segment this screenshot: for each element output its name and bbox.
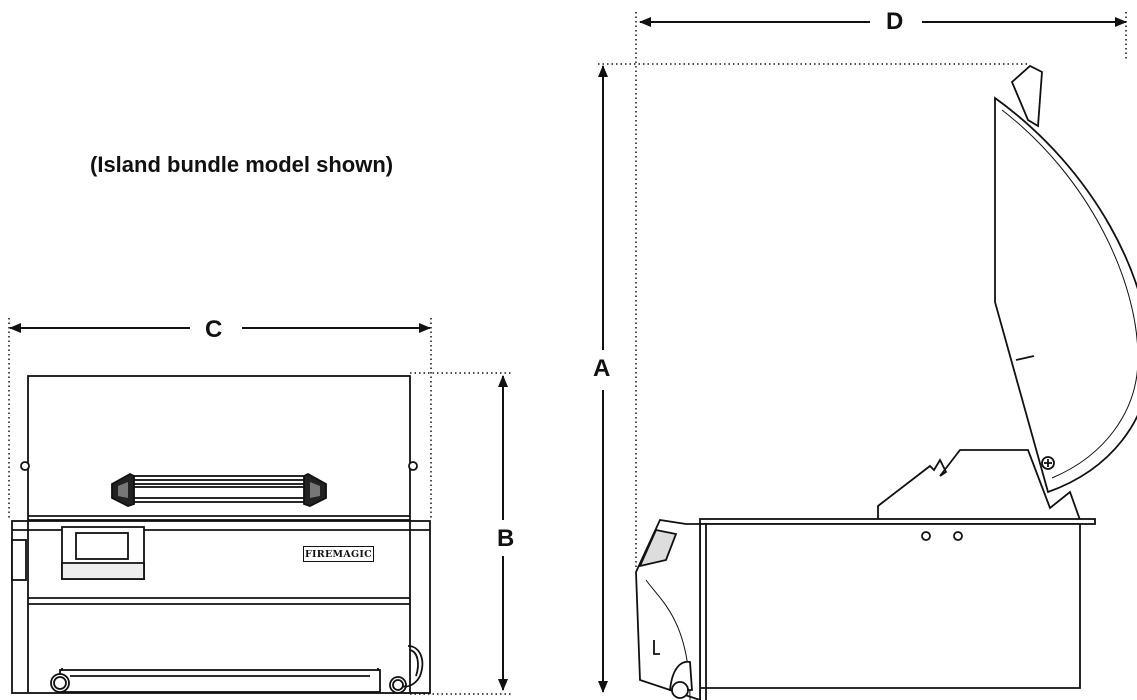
brand-logo: FIREMAGIC [303, 546, 374, 562]
grill-side-view [635, 64, 1137, 700]
power-cord [401, 645, 424, 688]
grill-front-view [11, 375, 431, 694]
lid-handle [1010, 64, 1043, 128]
lid-open [994, 96, 1137, 494]
drip-tray [59, 669, 381, 693]
screw-2 [953, 531, 963, 541]
hood-front [27, 375, 411, 521]
hinge-left [20, 461, 30, 471]
firebox-side [699, 523, 1081, 689]
front-panel-side [635, 519, 701, 700]
dimension-label-a: A [587, 356, 617, 382]
side-bracket [11, 539, 27, 581]
display-window [75, 532, 129, 560]
lid-hinge-bracket [877, 449, 1082, 521]
hood-handle [111, 472, 327, 507]
dimension-label-b: B [491, 526, 521, 552]
dimension-label-d: D [880, 9, 910, 35]
hinge-right [408, 461, 418, 471]
dimension-label-c: C [199, 317, 229, 343]
extension-lines [8, 12, 1127, 695]
caption: (Island bundle model shown) [90, 152, 394, 177]
screw-1 [921, 531, 931, 541]
